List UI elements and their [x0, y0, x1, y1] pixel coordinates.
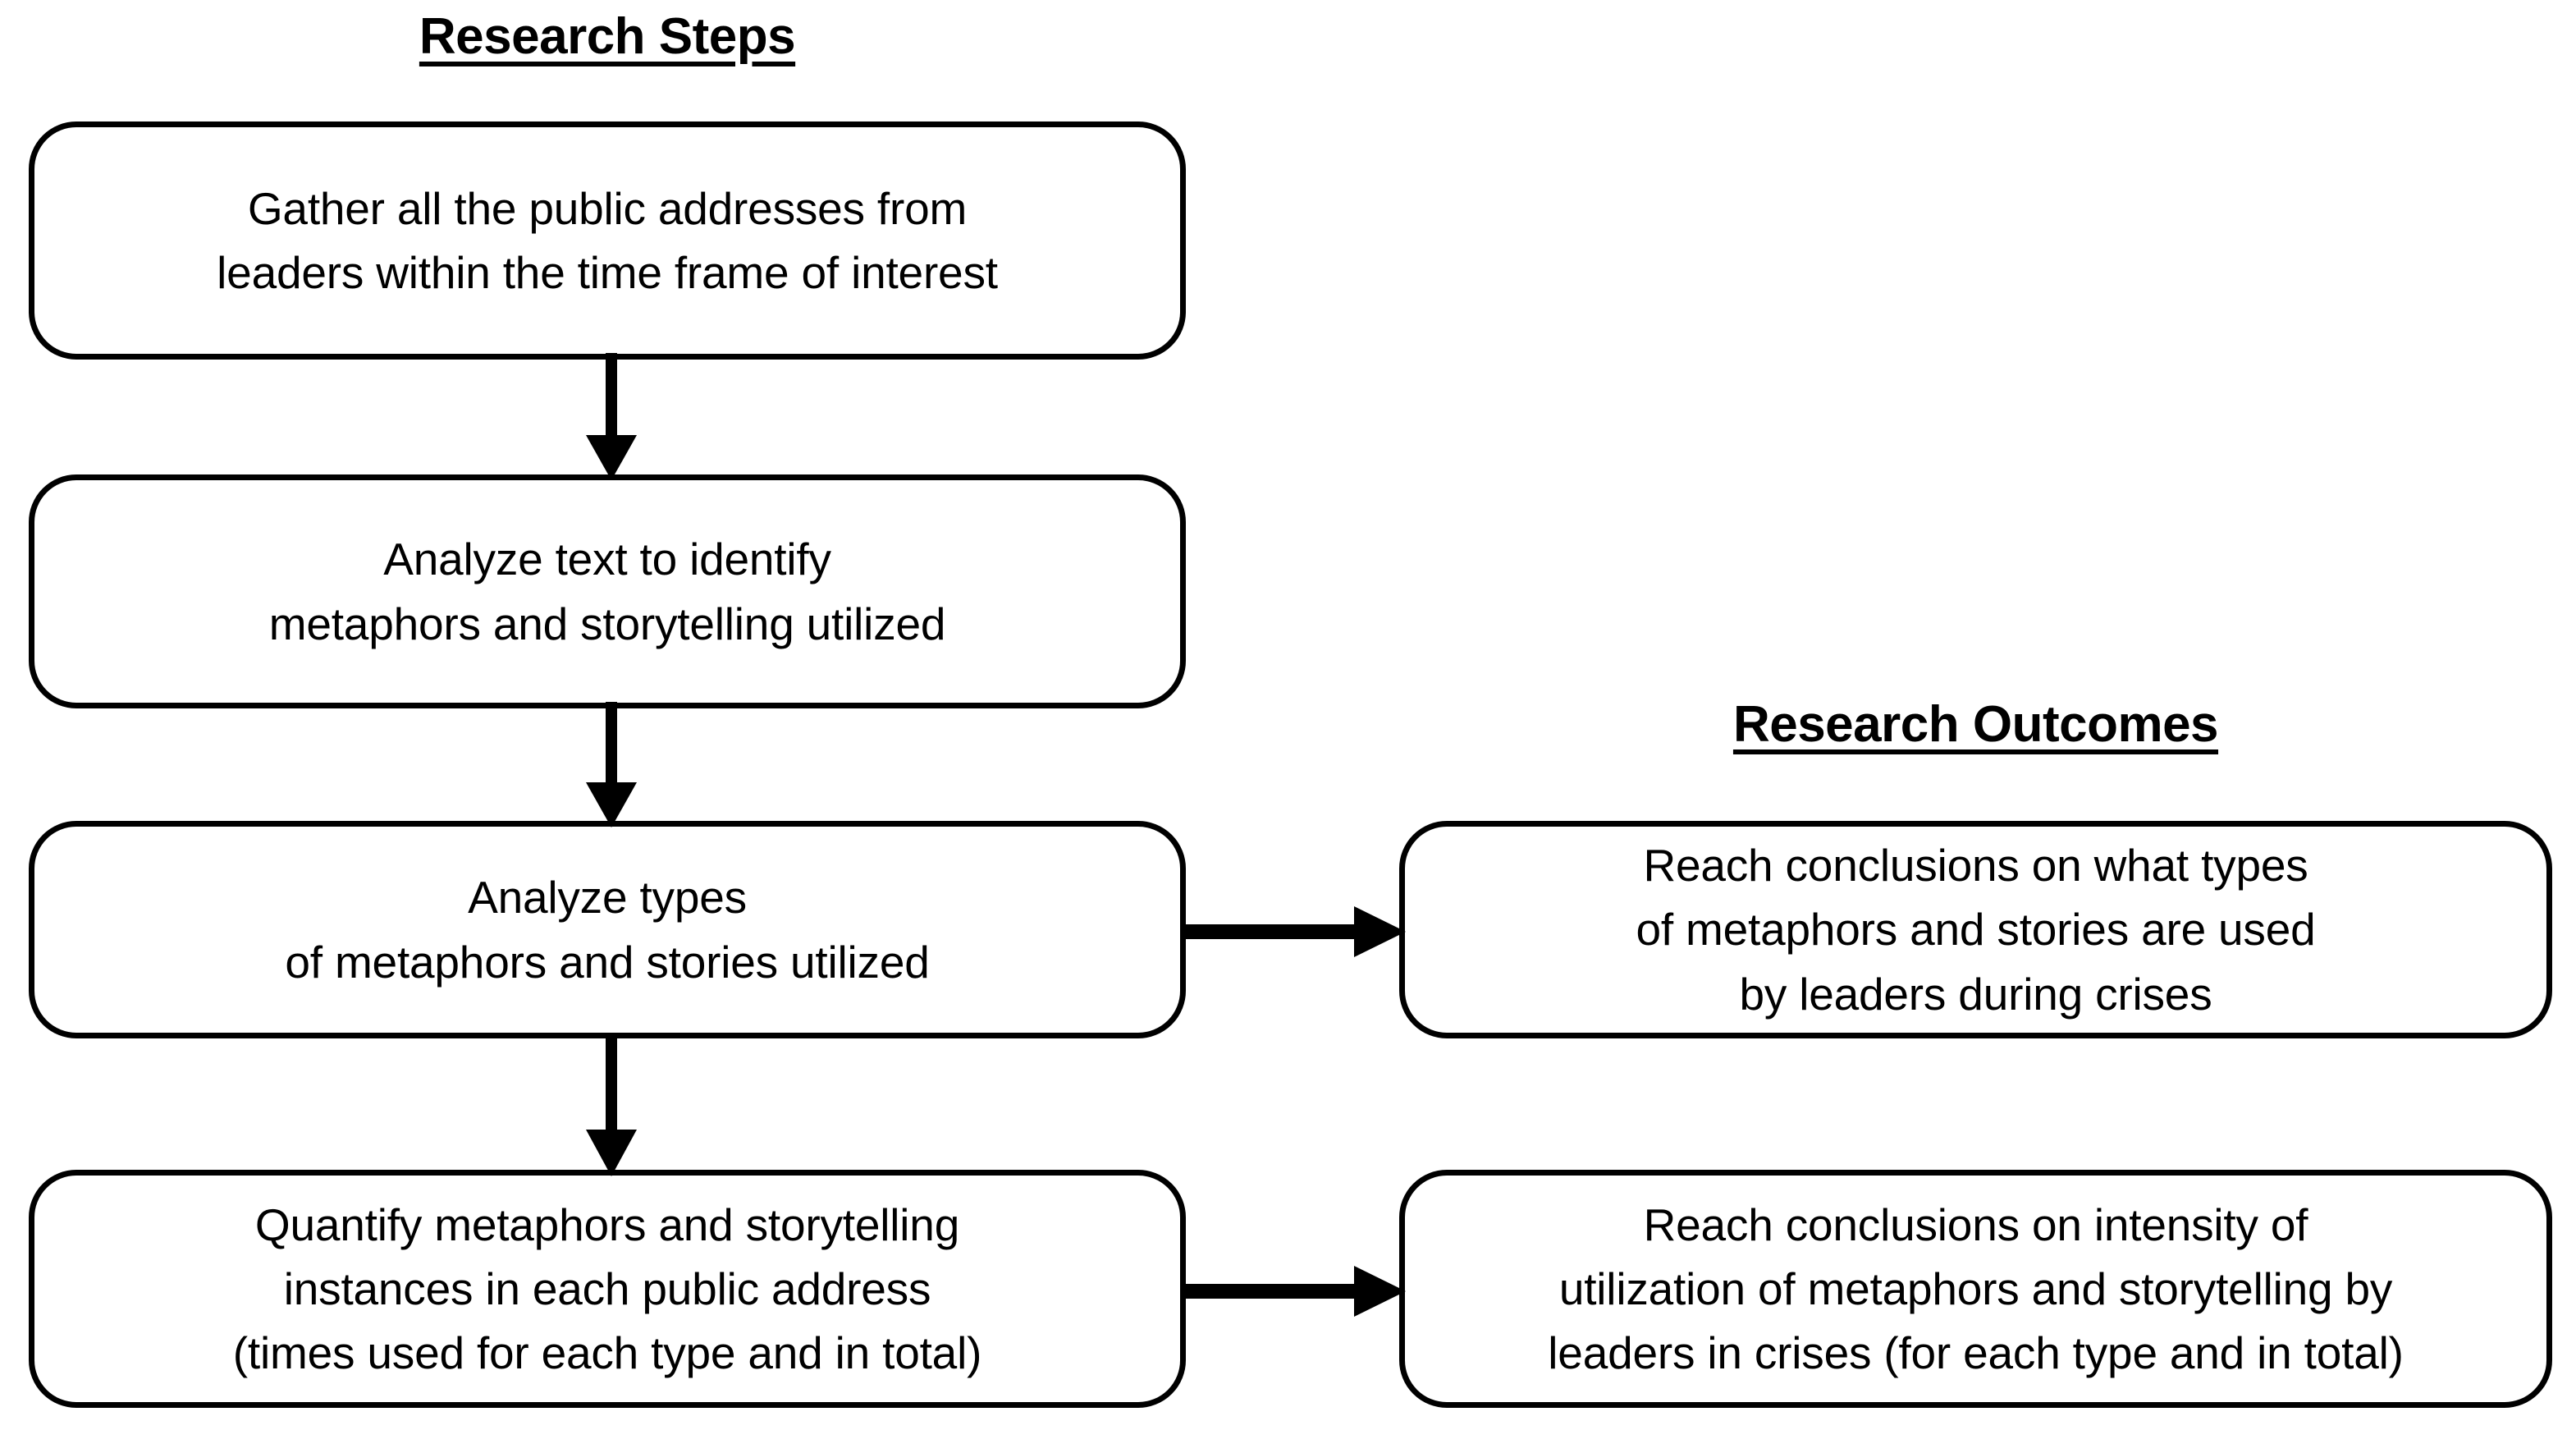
node-analyze-text[interactable]: Analyze text to identify metaphors and s…: [29, 474, 1186, 708]
node-analyze-text-label: Analyze text to identify metaphors and s…: [268, 534, 946, 649]
arrow-down-icon-gather-to-analyze-text: [574, 353, 648, 484]
arrow-down-icon-types-to-quantify: [574, 1033, 648, 1180]
research-outcomes-heading: Research Outcomes: [1732, 696, 2219, 753]
node-gather-addresses-label: Gather all the public addresses from lea…: [217, 182, 998, 298]
node-quantify-instances-label: Quantify metaphors and storytelling inst…: [232, 1199, 982, 1379]
node-outcome-types-label: Reach conclusions on what types of metap…: [1636, 840, 2316, 1020]
node-outcome-intensity-label: Reach conclusions on intensity of utiliz…: [1548, 1199, 2404, 1379]
node-outcome-intensity[interactable]: Reach conclusions on intensity of utiliz…: [1399, 1170, 2552, 1408]
arrow-right-icon-quantify-to-intensity: [1180, 1254, 1410, 1328]
research-steps-heading: Research Steps: [419, 8, 796, 65]
arrow-down-icon-analyze-text-to-types: [574, 702, 648, 832]
node-gather-addresses[interactable]: Gather all the public addresses from lea…: [29, 121, 1186, 360]
node-analyze-types[interactable]: Analyze types of metaphors and stories u…: [29, 821, 1186, 1038]
node-quantify-instances[interactable]: Quantify metaphors and storytelling inst…: [29, 1170, 1186, 1408]
arrow-right-icon-types-to-outcome-types: [1180, 895, 1410, 969]
node-outcome-types[interactable]: Reach conclusions on what types of metap…: [1399, 821, 2552, 1038]
node-analyze-types-label: Analyze types of metaphors and stories u…: [285, 872, 930, 988]
